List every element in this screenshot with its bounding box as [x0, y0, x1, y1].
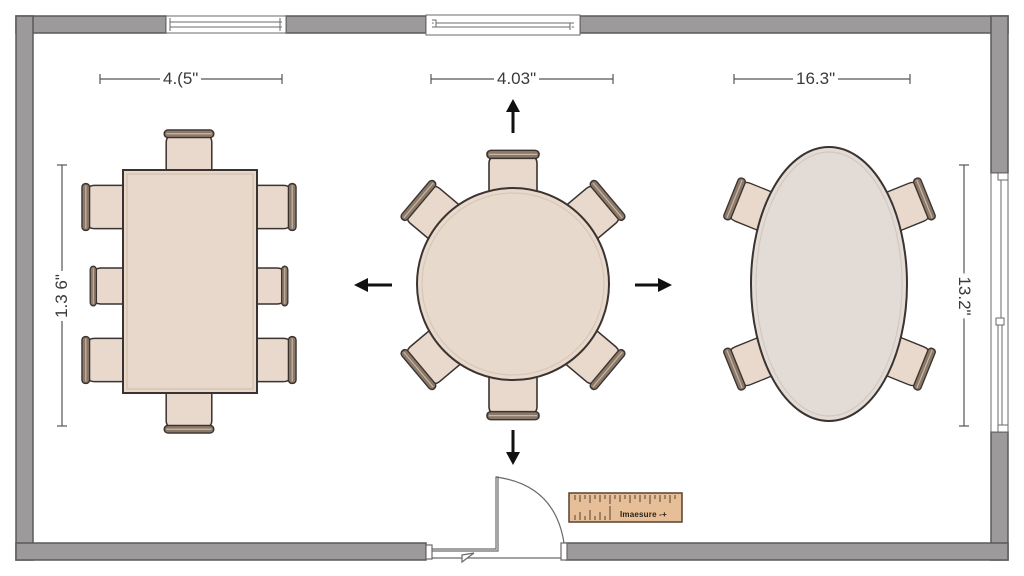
dimension-oval-height: 13.2" [955, 273, 974, 319]
chair-icon[interactable] [81, 182, 127, 232]
chair-icon[interactable] [163, 129, 215, 175]
dimension-rect-width: 4.(5" [160, 70, 202, 88]
door[interactable] [425, 476, 568, 564]
arrow-right-icon [635, 278, 672, 292]
wall-top-right [579, 15, 1009, 34]
wall-top-middle [285, 15, 427, 34]
dimension-rect-height: 1.3 6" [52, 271, 71, 321]
dimension-oval-width: 16.3" [793, 70, 839, 88]
arrow-down-icon [506, 430, 520, 465]
chair-icon[interactable] [89, 265, 126, 307]
door-swing-arc [495, 476, 565, 544]
oval-table[interactable] [750, 146, 908, 422]
wall-right-top [990, 15, 1009, 174]
wall-bottom-left [15, 542, 427, 561]
ruler-icon [568, 492, 683, 523]
window-right [990, 172, 1009, 433]
door-threshold-marker [461, 552, 475, 564]
round-table[interactable] [416, 187, 610, 381]
rectangular-table-group[interactable] [81, 129, 297, 434]
arrow-up-icon [506, 99, 520, 133]
chair-icon[interactable] [252, 265, 289, 307]
door-leaf [432, 476, 499, 552]
chair-icon[interactable] [81, 335, 127, 385]
round-table-group[interactable] [398, 149, 628, 421]
ruler-label: Imaesure -+ [620, 510, 667, 519]
rectangular-table[interactable] [122, 169, 258, 394]
wall-left [15, 15, 34, 561]
window-top-center [425, 14, 581, 36]
oval-table-group[interactable] [722, 146, 937, 422]
clearance-arrows [354, 99, 672, 465]
arrow-left-icon [354, 278, 392, 292]
chair-icon[interactable] [163, 388, 215, 434]
chair-icon[interactable] [251, 335, 297, 385]
window-top-left [165, 15, 287, 34]
wall-right-bottom [990, 431, 1009, 561]
wall-bottom-right [565, 542, 1009, 561]
dimension-round-width: 4.03" [494, 70, 540, 88]
chair-icon[interactable] [251, 182, 297, 232]
wall-top-left [15, 15, 167, 34]
